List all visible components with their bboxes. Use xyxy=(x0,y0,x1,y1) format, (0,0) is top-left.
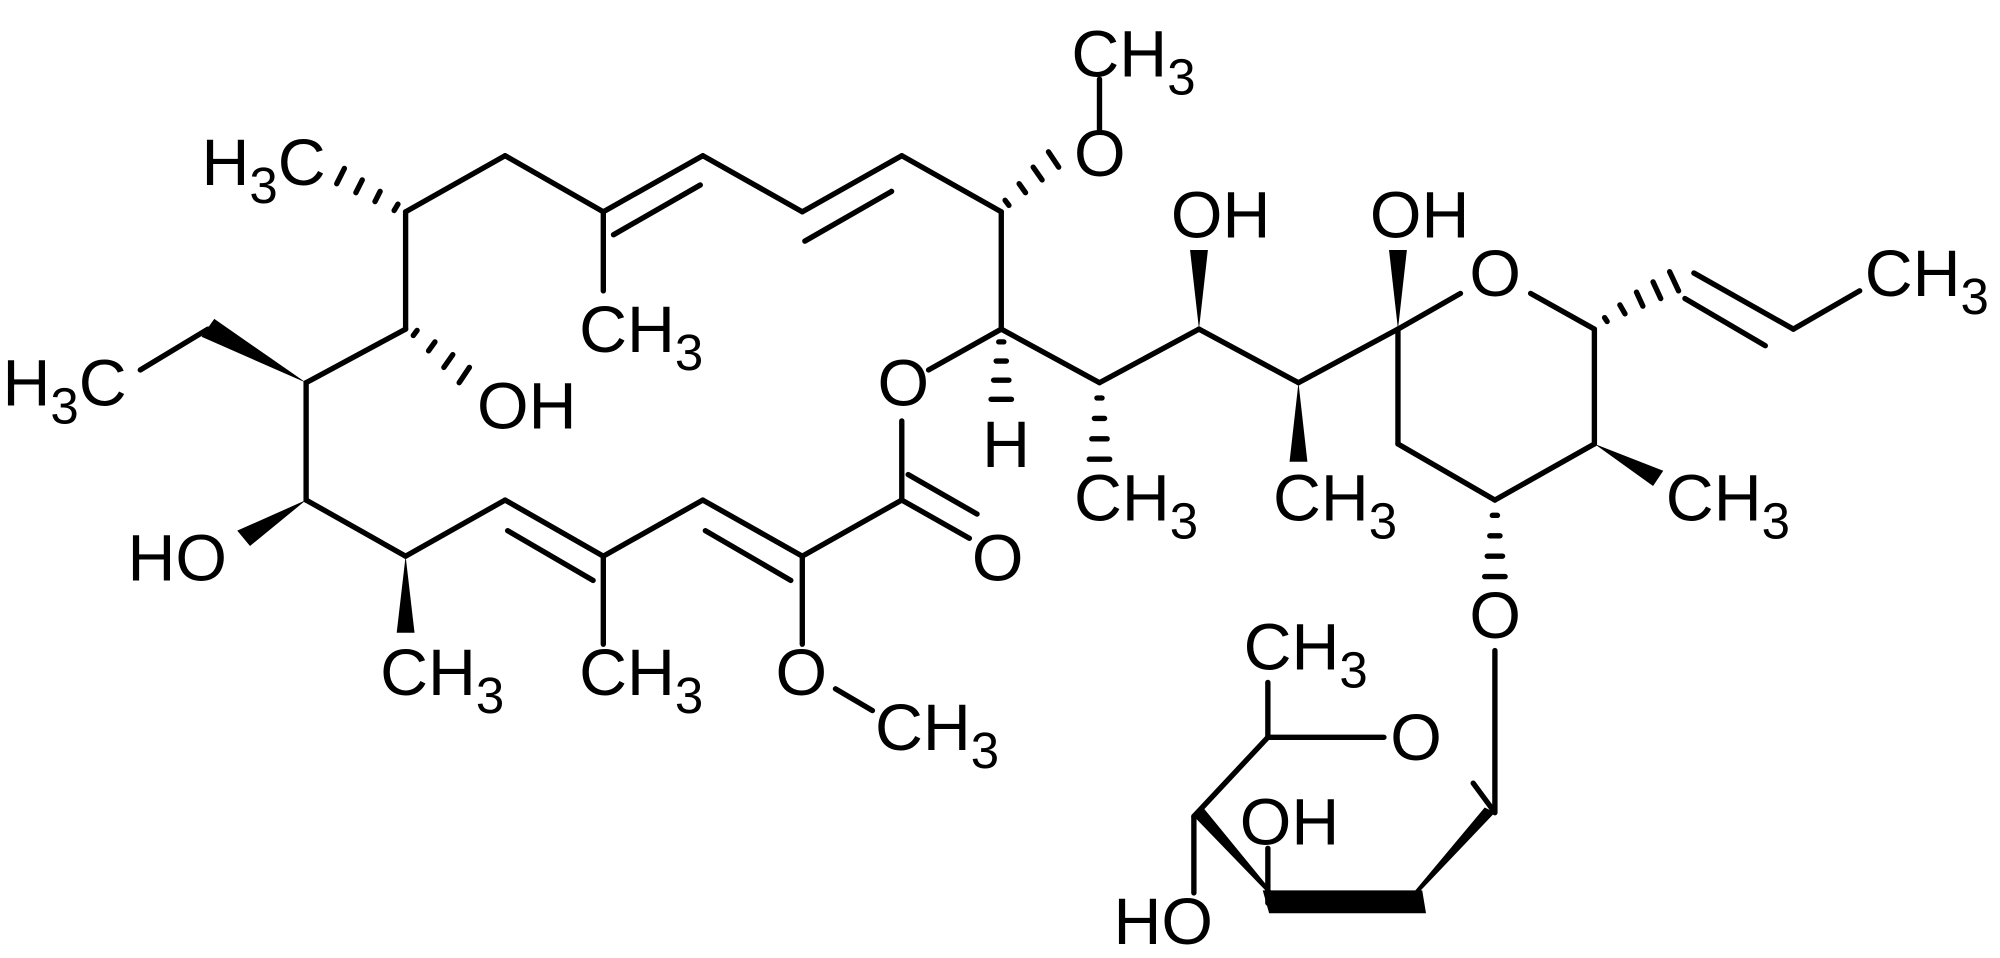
label-o-lactone: O xyxy=(878,347,930,421)
atom-labels: CH3 O H3C H3C OH CH3 O H OH OH O CH3 CH3… xyxy=(3,18,1989,958)
hashed-bonds xyxy=(334,149,1682,580)
label-ho-left: HO xyxy=(128,521,227,595)
label-h-stereo: H xyxy=(982,408,1030,482)
label-ho-sugar: HO xyxy=(1114,885,1213,958)
label-o-glycosidic: O xyxy=(1469,579,1521,653)
label-ch3-bottom2: CH3 xyxy=(579,636,703,724)
label-ch3-propenyl: CH3 xyxy=(1865,237,1989,325)
label-oh-hemiketal: OH xyxy=(1370,178,1469,252)
label-o-sugar-ring: O xyxy=(1390,701,1442,775)
label-ch3-sugar: CH3 xyxy=(1244,611,1368,699)
label-ch3-top-methoxy: CH3 xyxy=(1071,18,1195,106)
label-ch3-bottom1: CH3 xyxy=(380,636,504,724)
label-ch3-pyran: CH3 xyxy=(1666,461,1790,549)
label-oh-sugar: OH xyxy=(1240,785,1339,859)
label-oh-side1: OH xyxy=(1171,178,1270,252)
label-o-pyran: O xyxy=(1469,237,1521,311)
label-oh-ring-left: OH xyxy=(477,370,576,444)
wedge-bonds xyxy=(201,250,1664,914)
label-ch3-diene-top: CH3 xyxy=(579,293,703,381)
label-ch3-side1: CH3 xyxy=(1074,461,1198,549)
label-o-carbonyl: O xyxy=(972,521,1024,595)
label-ch3-methoxy-bottom: CH3 xyxy=(875,691,999,779)
label-ch3-side2: CH3 xyxy=(1273,461,1397,549)
label-h3c-topleft: H3C xyxy=(202,126,326,214)
label-o-methoxy-bottom: O xyxy=(776,636,828,710)
label-h3c-ethyl: H3C xyxy=(3,347,127,435)
label-o-methoxy-top: O xyxy=(1074,117,1126,191)
bonds xyxy=(137,76,1863,906)
